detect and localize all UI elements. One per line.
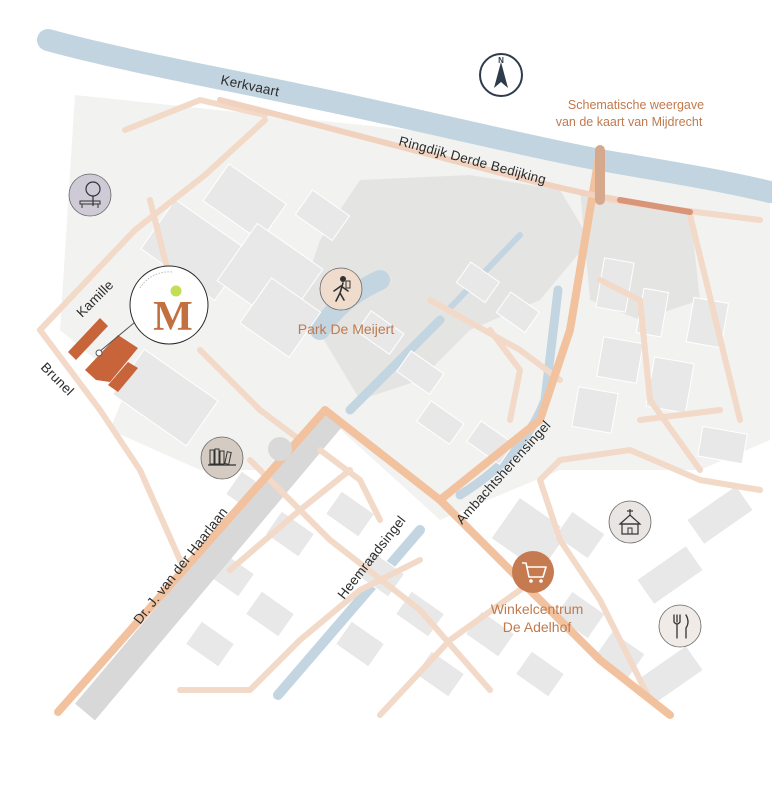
church-icon[interactable] [608, 500, 652, 544]
ambachtsherensingel-road [436, 146, 604, 504]
compass-letter: N [498, 56, 504, 65]
fork-knife-icon[interactable] [658, 604, 702, 648]
poi-label-shopping-line2: De Adelhof [503, 619, 572, 635]
partial-icon [268, 437, 292, 461]
shopping-cart-icon[interactable] [512, 551, 554, 593]
project-buildings [68, 318, 138, 392]
north-arrow-icon [494, 62, 508, 88]
kerkvaart-water [37, 29, 772, 203]
books-icon[interactable] [200, 436, 244, 480]
rail-band [75, 406, 345, 721]
poi-label-park: Park De Meijert [298, 321, 395, 337]
poi-label-shopping-line1: Winkelcentrum [491, 601, 584, 617]
compass: N [479, 53, 523, 97]
brand-marker[interactable]: M [129, 265, 209, 345]
brand-letter: M [153, 294, 193, 340]
buildings [111, 163, 754, 706]
hiker-icon[interactable] [319, 267, 363, 311]
map-note-line1: Schematische weergave [568, 98, 704, 112]
map-note-line2: van de kaart van Mijdrecht [556, 115, 703, 129]
tree-bench-icon[interactable] [68, 173, 112, 217]
